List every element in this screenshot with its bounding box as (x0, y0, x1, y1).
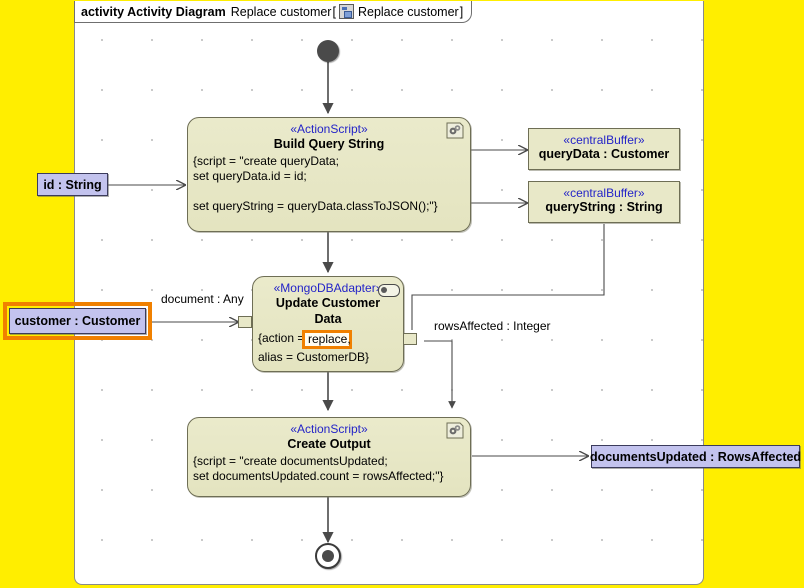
parameter-id-string[interactable]: id : String (37, 173, 108, 196)
initial-node[interactable] (317, 40, 339, 62)
node-name: queryString : String (529, 200, 679, 215)
stereotype-label: «ActionScript» (188, 418, 470, 436)
node-name-line2: Data (253, 311, 403, 327)
activity-diagram-icon (339, 4, 354, 19)
stereotype-label: «centralBuffer» (529, 182, 679, 200)
action-build-query-string[interactable]: «ActionScript» Build Query String {scrip… (187, 117, 471, 232)
node-body: {script = "create queryData; set queryDa… (188, 152, 470, 214)
edge-label-rows-affected-integer: rowsAffected : Integer (434, 319, 551, 333)
frame-label-name: Replace customer (231, 5, 332, 19)
frame-label-keyword: activity Activity Diagram (81, 5, 226, 19)
parameter-label: documentsUpdated : RowsAffected (590, 450, 801, 464)
input-pin-document[interactable] (238, 316, 252, 328)
central-buffer-query-string[interactable]: «centralBuffer» queryString : String (528, 181, 680, 223)
node-body: {script = "create documentsUpdated; set … (188, 452, 470, 484)
node-name-line1: Update Customer (253, 295, 403, 311)
node-name: Build Query String (188, 136, 470, 152)
output-pin-rows-affected[interactable] (403, 333, 417, 345)
selected-token-replace[interactable]: replace, (302, 330, 352, 349)
port-pill-icon (378, 284, 400, 297)
edge-label-document-any: document : Any (161, 292, 244, 306)
node-name: queryData : Customer (529, 147, 679, 162)
script-cogs-icon (446, 422, 464, 439)
central-buffer-query-data[interactable]: «centralBuffer» queryData : Customer (528, 128, 680, 170)
action-create-output[interactable]: «ActionScript» Create Output {script = "… (187, 417, 471, 497)
selection-highlight-customer (3, 302, 152, 340)
frame-label-close-bracket: ] (460, 5, 463, 19)
parameter-documents-updated[interactable]: documentsUpdated : RowsAffected (591, 445, 800, 468)
node-name: Create Output (188, 436, 470, 452)
parameter-label: id : String (43, 178, 101, 192)
activity-final-node[interactable] (315, 543, 341, 569)
stereotype-label: «ActionScript» (188, 118, 470, 136)
frame-label-open-bracket: [ (332, 5, 335, 19)
stereotype-label: «centralBuffer» (529, 129, 679, 147)
script-cogs-icon (446, 122, 464, 139)
frame-label-ref: Replace customer (358, 5, 459, 19)
diagram-frame-label[interactable]: activity Activity Diagram Replace custom… (74, 1, 472, 23)
